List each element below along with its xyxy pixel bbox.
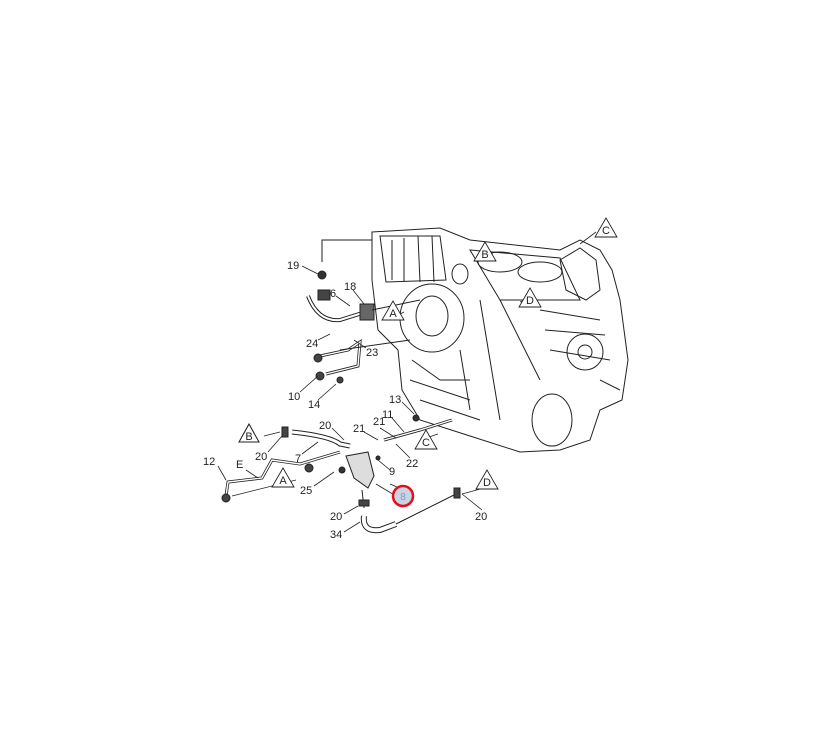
- callout-E: E: [236, 459, 243, 471]
- callout-20: 20: [319, 420, 331, 432]
- engine-block: [371, 227, 629, 453]
- ref-triangle-B-upper: B: [473, 241, 497, 262]
- svg-text:B: B: [481, 249, 488, 261]
- highlight-ring: [391, 484, 415, 508]
- callout-9: 9: [389, 466, 395, 478]
- callout-7: 7: [295, 453, 301, 465]
- callout-14: 14: [308, 399, 320, 411]
- callout-19: 19: [287, 260, 299, 272]
- svg-text:B: B: [245, 431, 252, 443]
- lower-pipe-assembly: [221, 414, 461, 534]
- callout-23: 23: [366, 347, 378, 359]
- callout-21: 21: [373, 416, 385, 428]
- ref-triangle-C-upper: C: [594, 217, 618, 238]
- upper-pipe-assembly: [306, 239, 421, 384]
- callout-6: 6: [330, 288, 336, 300]
- callout-12: 12: [203, 456, 215, 468]
- callout-11: 11: [382, 409, 393, 421]
- callout-labels: 19 6 18 24 23 10 14 13 11 21 21 20 22 7 …: [203, 260, 487, 541]
- highlighted-callout-8[interactable]: 8: [391, 484, 415, 508]
- ref-triangle-A-lower: A: [271, 467, 295, 488]
- callout-25: 25: [300, 485, 312, 497]
- svg-text:D: D: [483, 477, 491, 489]
- callout-18: 18: [344, 281, 356, 293]
- callout-34: 34: [330, 529, 342, 541]
- svg-text:C: C: [602, 225, 610, 237]
- ref-triangle-A-upper: A: [381, 300, 405, 321]
- reference-triangles: B A C D B A C D: [238, 217, 618, 490]
- svg-text:D: D: [526, 295, 534, 307]
- callout-21: 21: [353, 423, 365, 435]
- ref-triangle-D-upper: D: [518, 287, 542, 308]
- callout-24: 24: [306, 338, 318, 350]
- callout-20: 20: [330, 511, 342, 523]
- callout-8: 8: [400, 492, 406, 503]
- callout-10: 10: [288, 391, 300, 403]
- callout-22: 22: [406, 458, 418, 470]
- ref-triangle-A: B: [238, 423, 260, 443]
- ref-triangle-C-lower: C: [414, 429, 438, 450]
- callout-13: 13: [389, 394, 401, 406]
- ref-triangle-D-lower: D: [475, 469, 499, 490]
- callout-20: 20: [475, 511, 487, 523]
- svg-text:A: A: [279, 475, 287, 487]
- svg-text:C: C: [422, 437, 430, 449]
- callout-20: 20: [255, 451, 267, 463]
- ref-triangle-B: [238, 423, 260, 443]
- svg-text:A: A: [389, 308, 397, 320]
